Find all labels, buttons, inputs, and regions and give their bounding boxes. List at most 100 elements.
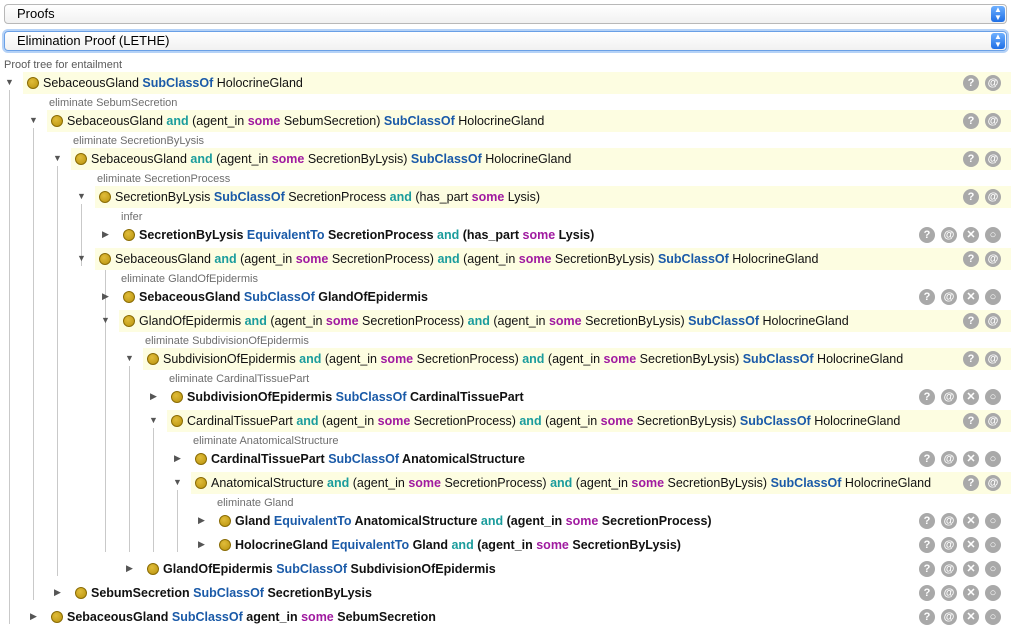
collapse-triangle-icon[interactable]: ▼ [149,415,158,425]
axiom-term: SecretionByLysis) [304,152,411,166]
help-button[interactable]: ? [919,289,935,305]
expand-triangle-icon[interactable]: ▶ [102,229,109,239]
collapse-triangle-icon[interactable]: ▼ [77,191,86,201]
help-button[interactable]: ? [963,313,979,329]
explain-button[interactable]: @ [941,609,957,625]
explain-button[interactable]: @ [941,289,957,305]
explain-button[interactable]: @ [985,413,1001,429]
collapse-triangle-icon[interactable]: ▼ [173,477,182,487]
expand-triangle-icon[interactable]: ▶ [174,453,181,463]
help-button[interactable]: ? [919,609,935,625]
proof-tree-row[interactable]: ▼CardinalTissuePart and (agent_in some S… [149,410,1011,432]
delete-button[interactable]: ✕ [963,561,979,577]
help-button[interactable]: ? [919,389,935,405]
ignore-button[interactable]: ○ [985,561,1001,577]
expand-triangle-icon[interactable]: ▶ [54,587,61,597]
delete-button[interactable]: ✕ [963,537,979,553]
help-button[interactable]: ? [963,351,979,367]
explain-button[interactable]: @ [985,151,1001,167]
help-button[interactable]: ? [963,151,979,167]
ignore-button[interactable]: ○ [985,609,1001,625]
axiom-term: GlandOfEpidermis [163,562,277,576]
explain-button[interactable]: @ [941,513,957,529]
ignore-button[interactable]: ○ [985,389,1001,405]
proof-tree-row[interactable]: ▼GlandOfEpidermis and (agent_in some Sec… [101,310,1011,332]
collapse-triangle-icon[interactable]: ▼ [77,253,86,263]
expand-triangle-icon[interactable]: ▶ [102,291,109,301]
help-button[interactable]: ? [919,451,935,467]
proof-tree-row[interactable]: ▼SubdivisionOfEpidermis and (agent_in so… [125,348,1011,370]
expand-triangle-icon[interactable]: ▶ [198,515,205,525]
explain-button[interactable]: @ [941,537,957,553]
proof-tree-row[interactable]: ▶SebaceousGland SubClassOf GlandOfEpider… [102,286,1011,308]
delete-button[interactable]: ✕ [963,585,979,601]
explain-button[interactable]: @ [941,227,957,243]
collapse-triangle-icon[interactable]: ▼ [5,77,14,87]
explain-button[interactable]: @ [985,189,1001,205]
help-button[interactable]: ? [963,113,979,129]
delete-button[interactable]: ✕ [963,609,979,625]
explain-button[interactable]: @ [985,113,1001,129]
proof-tree-caption: Proof tree for entailment [4,59,123,71]
proof-tree-row[interactable]: ▶SebumSecretion SubClassOf SecretionByLy… [54,582,1011,604]
help-icon: ? [967,191,975,203]
ignore-button[interactable]: ○ [985,289,1001,305]
expand-triangle-icon[interactable]: ▶ [150,391,157,401]
proof-tree-row[interactable]: ▶SubdivisionOfEpidermis SubClassOf Cardi… [150,386,1011,408]
collapse-triangle-icon[interactable]: ▼ [53,153,62,163]
delete-button[interactable]: ✕ [963,513,979,529]
help-button[interactable]: ? [963,189,979,205]
explain-button[interactable]: @ [985,75,1001,91]
proof-tree-row[interactable]: ▼SebaceousGland SubClassOf HolocrineGlan… [5,72,1011,94]
proof-tree-row[interactable]: ▼SecretionByLysis SubClassOf SecretionPr… [77,186,1011,208]
help-button[interactable]: ? [963,75,979,91]
proof-tree-row[interactable]: ▶SebaceousGland SubClassOf agent_in some… [30,606,1011,628]
expand-triangle-icon[interactable]: ▶ [30,611,37,621]
proof-tree-row[interactable]: ▼SebaceousGland and (agent_in some Secre… [53,148,1011,170]
circle-icon: ○ [989,291,997,303]
help-button[interactable]: ? [919,227,935,243]
ignore-button[interactable]: ○ [985,513,1001,529]
explain-button[interactable]: @ [941,561,957,577]
explain-button[interactable]: @ [941,389,957,405]
ignore-button[interactable]: ○ [985,537,1001,553]
axiom-term: CardinalTissuePart [211,452,329,466]
proofs-select[interactable]: Proofs ▲▼ [4,4,1007,24]
proof-tree-row[interactable]: ▶GlandOfEpidermis SubClassOf Subdivision… [126,558,1011,580]
ignore-button[interactable]: ○ [985,451,1001,467]
help-button[interactable]: ? [963,413,979,429]
ignore-button[interactable]: ○ [985,227,1001,243]
help-button[interactable]: ? [919,585,935,601]
keyword: SubClassOf [657,252,729,266]
keyword: some [295,252,329,266]
collapse-triangle-icon[interactable]: ▼ [101,315,110,325]
explain-button[interactable]: @ [985,251,1001,267]
help-button[interactable]: ? [963,251,979,267]
proof-tree-row[interactable]: ▶SecretionByLysis EquivalentTo Secretion… [102,224,1011,246]
delete-button[interactable]: ✕ [963,451,979,467]
proof-tree-row[interactable]: ▶HolocrineGland EquivalentTo Gland and (… [198,534,1011,556]
proof-tree-row[interactable]: ▼AnatomicalStructure and (agent_in some … [173,472,1011,494]
proof-tree-row[interactable]: ▶CardinalTissuePart SubClassOf Anatomica… [174,448,1011,470]
help-button[interactable]: ? [919,513,935,529]
method-select[interactable]: Elimination Proof (LETHE) ▲▼ [4,31,1007,51]
explain-button[interactable]: @ [985,351,1001,367]
help-button[interactable]: ? [919,537,935,553]
proof-tree-row[interactable]: ▶Gland EquivalentTo AnatomicalStructure … [198,510,1011,532]
explain-button[interactable]: @ [985,313,1001,329]
proof-tree-row[interactable]: ▼SebaceousGland and (agent_in some Secre… [77,248,1011,270]
ignore-button[interactable]: ○ [985,585,1001,601]
proof-tree-row[interactable]: ▼SebaceousGland and (agent_in some Sebum… [29,110,1011,132]
expand-triangle-icon[interactable]: ▶ [126,563,133,573]
delete-button[interactable]: ✕ [963,227,979,243]
expand-triangle-icon[interactable]: ▶ [198,539,205,549]
delete-button[interactable]: ✕ [963,389,979,405]
help-button[interactable]: ? [919,561,935,577]
explain-button[interactable]: @ [941,585,957,601]
help-button[interactable]: ? [963,475,979,491]
delete-button[interactable]: ✕ [963,289,979,305]
explain-button[interactable]: @ [941,451,957,467]
explain-button[interactable]: @ [985,475,1001,491]
collapse-triangle-icon[interactable]: ▼ [125,353,134,363]
collapse-triangle-icon[interactable]: ▼ [29,115,38,125]
